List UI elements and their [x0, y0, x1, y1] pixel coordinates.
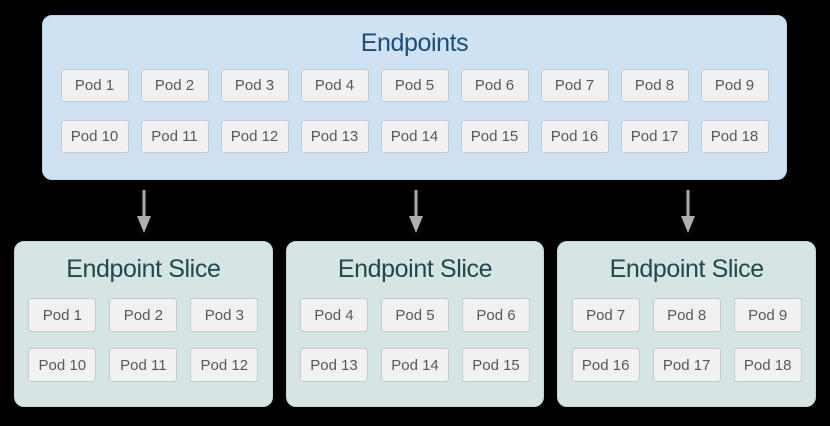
pod-box: Pod 14 [380, 120, 449, 153]
pod-box: Pod 5 [380, 69, 449, 102]
pod-box: Pod 9 [700, 69, 769, 102]
pod-box: Pod 5 [381, 298, 449, 332]
pod-box: Pod 9 [733, 298, 802, 332]
pod-box: Pod 1 [28, 298, 97, 332]
pod-box: Pod 18 [700, 120, 769, 153]
endpoints-pod-row-2: Pod 10 Pod 11 Pod 12 Pod 13 Pod 14 Pod 1… [43, 120, 786, 153]
slice-1-pod-row-1: Pod 1 Pod 2 Pod 3 [15, 298, 272, 332]
endpoint-slice-title: Endpoint Slice [66, 255, 221, 283]
endpoints-title: Endpoints [360, 29, 469, 57]
endpoint-slice-box-2: Endpoint Slice Pod 4 Pod 5 Pod 6 Pod 13 … [285, 241, 545, 407]
pod-box: Pod 16 [540, 120, 609, 153]
slice-2-pod-row-1: Pod 4 Pod 5 Pod 6 [287, 298, 544, 332]
endpoints-pod-row-1: Pod 1 Pod 2 Pod 3 Pod 4 Pod 5 Pod 6 Pod … [43, 69, 786, 102]
pod-box: Pod 18 [733, 348, 802, 382]
endpoint-slices-row: Endpoint Slice Pod 1 Pod 2 Pod 3 Pod 10 … [14, 241, 817, 407]
pod-box: Pod 10 [28, 348, 97, 382]
slice-3-pod-row-2: Pod 16 Pod 17 Pod 18 [558, 348, 815, 382]
pod-box: Pod 16 [571, 348, 640, 382]
pod-box: Pod 8 [620, 69, 689, 102]
pod-box: Pod 4 [300, 69, 369, 102]
pod-box: Pod 17 [652, 348, 721, 382]
pod-box: Pod 4 [300, 298, 368, 332]
pod-box: Pod 3 [190, 298, 259, 332]
pod-box: Pod 14 [381, 348, 449, 382]
pod-box: Pod 7 [571, 298, 640, 332]
down-arrow-icon [409, 190, 423, 233]
pod-box: Pod 15 [460, 120, 529, 153]
pod-box: Pod 12 [220, 120, 289, 153]
slice-2-pod-row-2: Pod 13 Pod 14 Pod 15 [287, 348, 544, 382]
endpoint-slice-box-3: Endpoint Slice Pod 7 Pod 8 Pod 9 Pod 16 … [557, 241, 817, 407]
pod-box: Pod 11 [140, 120, 209, 153]
pod-box: Pod 2 [109, 298, 178, 332]
pod-box: Pod 8 [652, 298, 721, 332]
pod-box: Pod 11 [109, 348, 178, 382]
endpoint-slice-title: Endpoint Slice [609, 255, 765, 283]
pod-box: Pod 10 [60, 120, 129, 153]
pod-box: Pod 13 [300, 348, 368, 382]
endpoint-slice-title: Endpoint Slice [337, 255, 493, 283]
down-arrow-icon [137, 190, 151, 233]
endpoints-box: Endpoints Pod 1 Pod 2 Pod 3 Pod 4 Pod 5 … [42, 15, 787, 180]
endpoint-slice-box-1: Endpoint Slice Pod 1 Pod 2 Pod 3 Pod 10 … [14, 241, 273, 407]
pod-box: Pod 7 [540, 69, 609, 102]
pod-box: Pod 15 [462, 348, 530, 382]
down-arrow-icon [681, 190, 695, 233]
pod-box: Pod 17 [620, 120, 689, 153]
pod-box: Pod 1 [60, 69, 129, 102]
pod-box: Pod 12 [190, 348, 259, 382]
pod-box: Pod 13 [300, 120, 369, 153]
pod-box: Pod 6 [462, 298, 530, 332]
pod-box: Pod 6 [460, 69, 529, 102]
pod-box: Pod 3 [220, 69, 289, 102]
slice-3-pod-row-1: Pod 7 Pod 8 Pod 9 [558, 298, 815, 332]
pod-box: Pod 2 [140, 69, 209, 102]
slice-1-pod-row-2: Pod 10 Pod 11 Pod 12 [15, 348, 272, 382]
